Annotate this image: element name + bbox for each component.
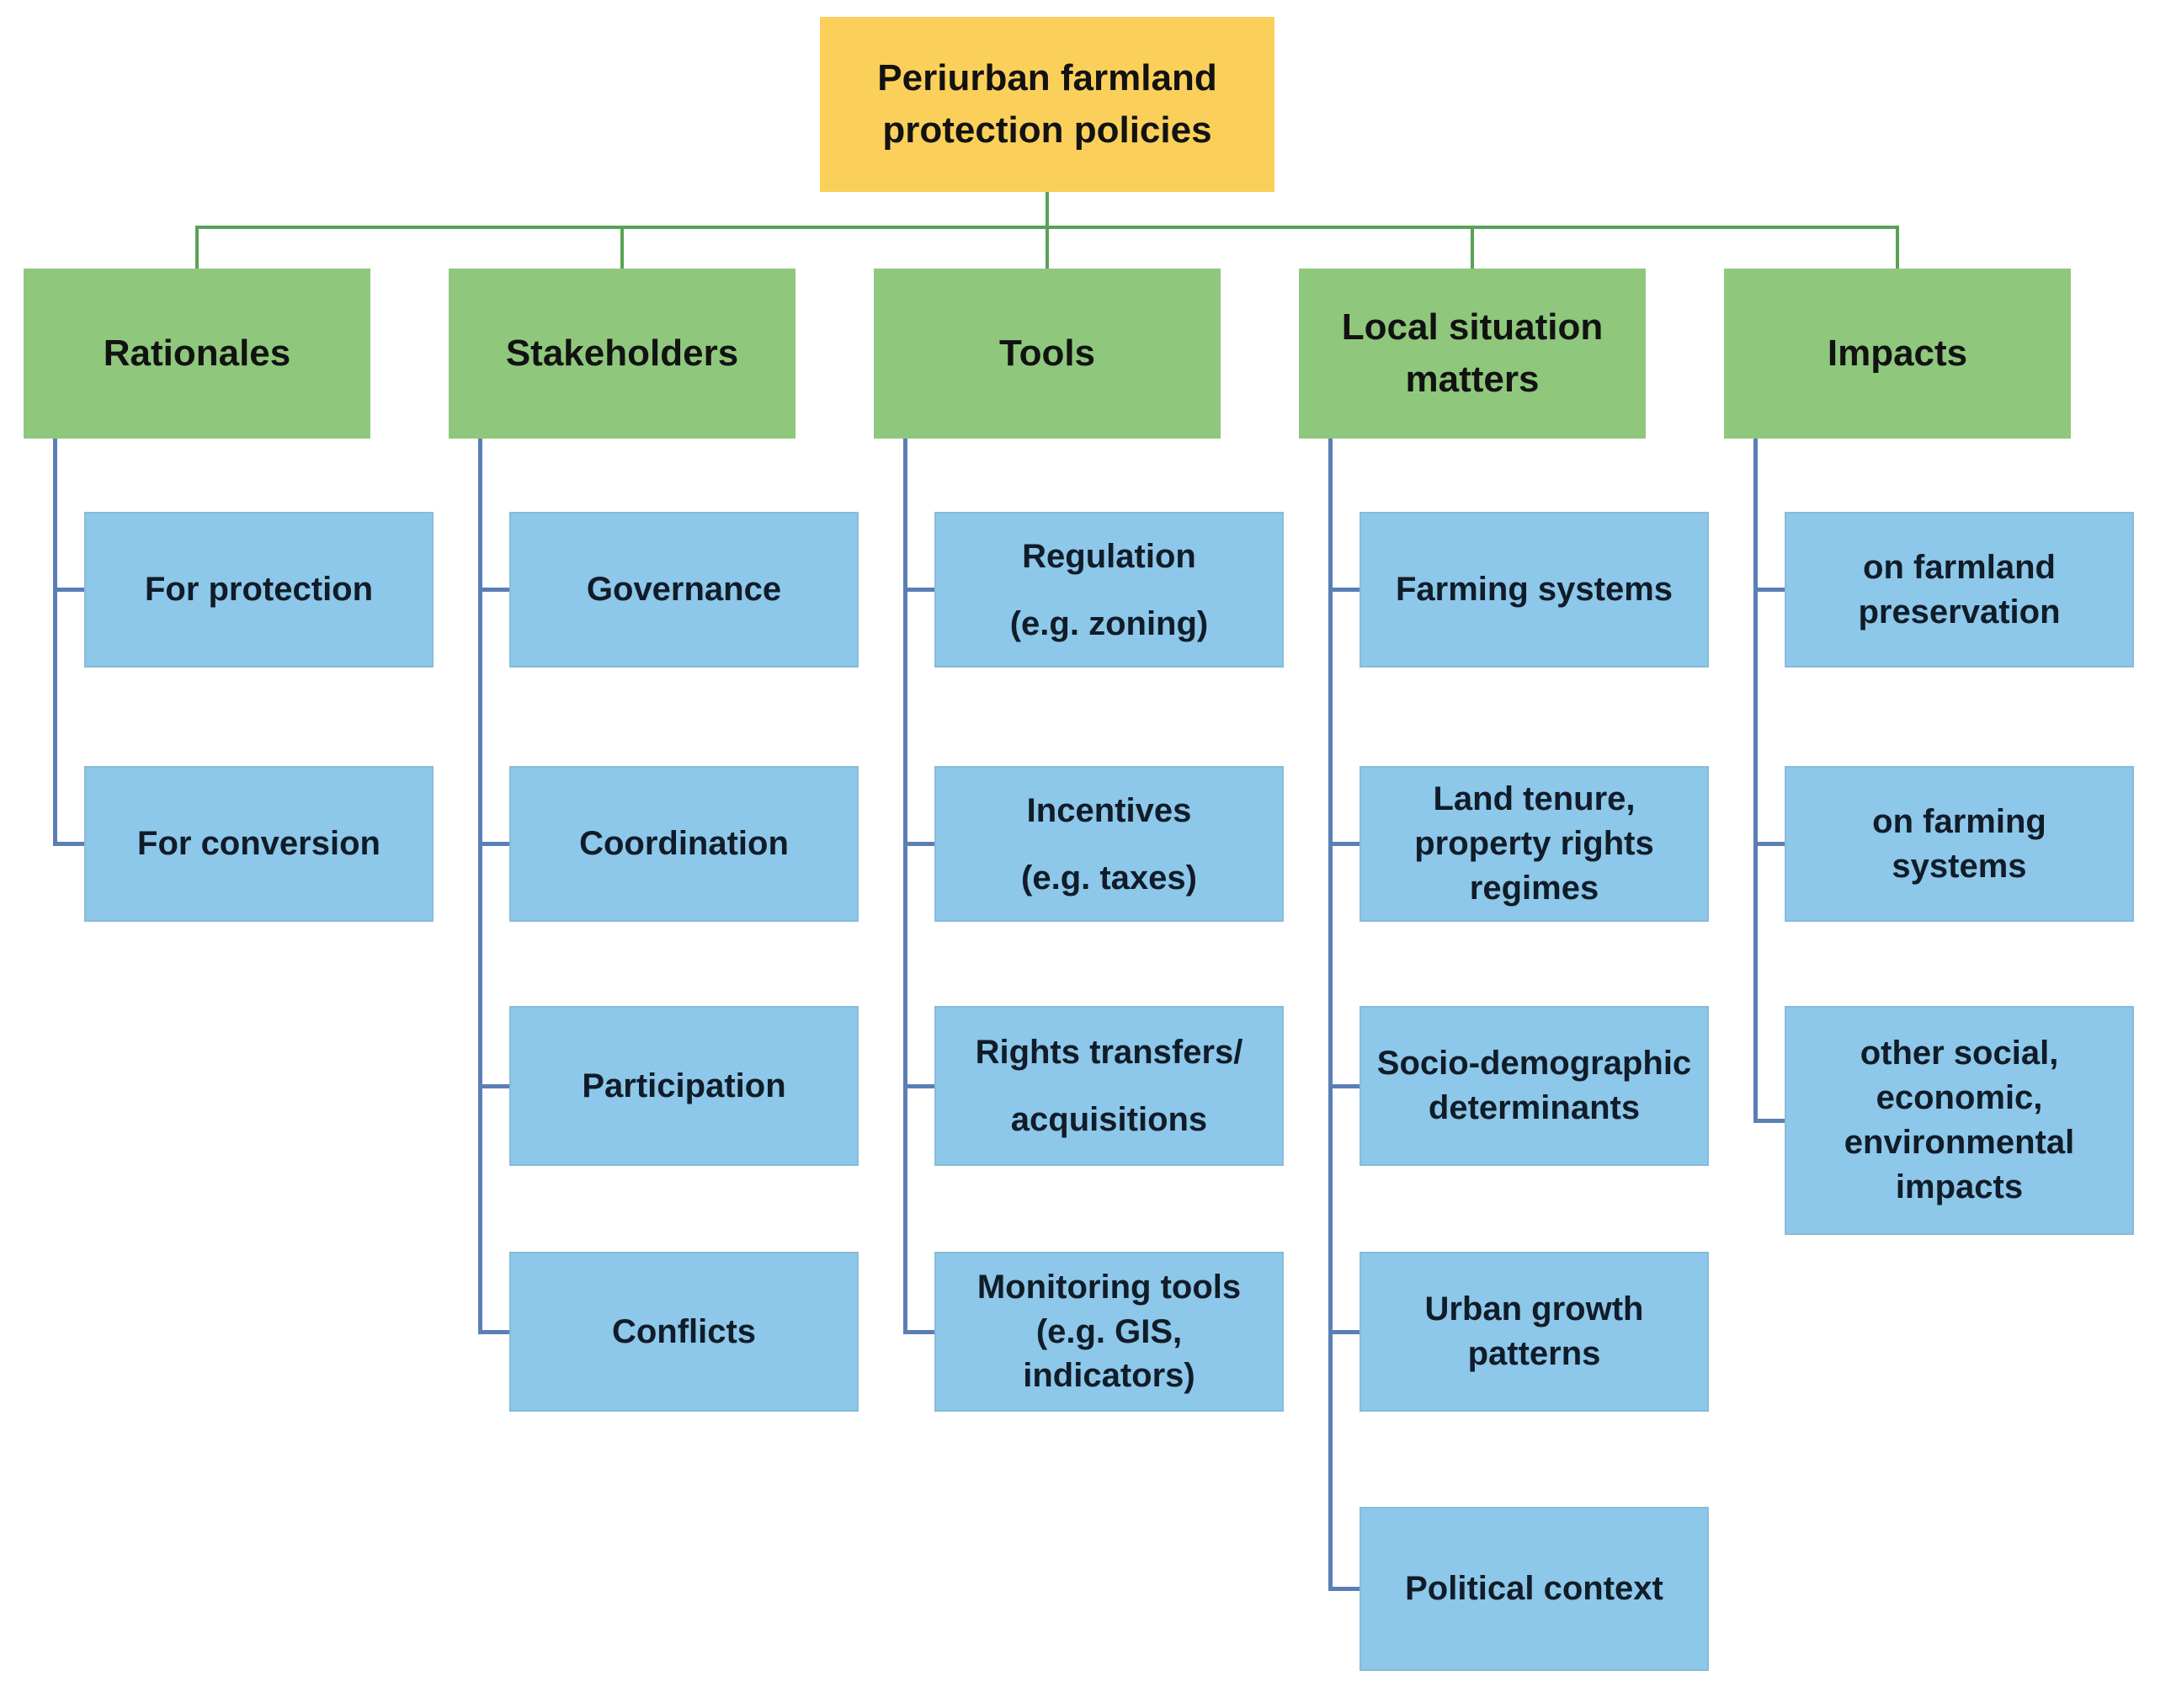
- node-participation: Participation: [509, 1006, 859, 1166]
- node-governance: Governance: [509, 512, 859, 668]
- trunk-impacts: [1753, 439, 1758, 1122]
- node-on-farmland-preservation: on farmland preservation: [1785, 512, 2134, 668]
- trunk-tools: [903, 439, 907, 1333]
- stub-coordination: [478, 842, 509, 846]
- connector-root-stub: [1046, 192, 1049, 229]
- header-local-situation: Local situation matters: [1299, 269, 1646, 439]
- header-impacts: Impacts: [1724, 269, 2071, 439]
- node-rights-transfers: Rights transfers/ acquisitions: [934, 1006, 1284, 1166]
- stub-land-tenure: [1328, 842, 1360, 846]
- trunk-stakeholders: [478, 439, 482, 1333]
- header-stakeholders: Stakeholders: [449, 269, 796, 439]
- connector-stub-rationales: [195, 226, 199, 269]
- stub-regulation: [903, 588, 934, 592]
- connector-stub-local-situation: [1471, 226, 1474, 269]
- node-political-context: Political context: [1360, 1507, 1709, 1671]
- header-rationales: Rationales: [24, 269, 370, 439]
- connector-stub-impacts: [1896, 226, 1899, 269]
- stub-for-protection: [53, 588, 84, 592]
- stub-monitoring-tools: [903, 1330, 934, 1334]
- stub-on-farmland-preservation: [1753, 588, 1785, 592]
- stub-conflicts: [478, 1330, 509, 1334]
- stub-other-impacts: [1753, 1119, 1785, 1123]
- node-on-farming-systems: on farming systems: [1785, 766, 2134, 922]
- stub-rights-transfers: [903, 1084, 934, 1088]
- trunk-local-situation: [1328, 439, 1333, 1590]
- node-monitoring-tools: Monitoring tools (e.g. GIS, indicators): [934, 1252, 1284, 1412]
- node-socio-demographic: Socio-demographic determinants: [1360, 1006, 1709, 1166]
- node-urban-growth: Urban growth patterns: [1360, 1252, 1709, 1412]
- node-land-tenure: Land tenure, property rights regimes: [1360, 766, 1709, 922]
- stub-incentives: [903, 842, 934, 846]
- stub-for-conversion: [53, 842, 84, 846]
- stub-urban-growth: [1328, 1330, 1360, 1334]
- node-for-conversion: For conversion: [84, 766, 434, 922]
- stub-socio-demographic: [1328, 1084, 1360, 1088]
- trunk-rationales: [53, 439, 57, 845]
- connector-stub-stakeholders: [620, 226, 624, 269]
- node-conflicts: Conflicts: [509, 1252, 859, 1412]
- stub-participation: [478, 1084, 509, 1088]
- stub-farming-systems: [1328, 588, 1360, 592]
- root-node: Periurban farmland protection policies: [820, 17, 1274, 192]
- stub-political-context: [1328, 1587, 1360, 1591]
- node-farming-systems: Farming systems: [1360, 512, 1709, 668]
- stub-governance: [478, 588, 509, 592]
- stub-on-farming-systems: [1753, 842, 1785, 846]
- node-incentives: Incentives (e.g. taxes): [934, 766, 1284, 922]
- node-other-impacts: other social, economic, environmental im…: [1785, 1006, 2134, 1235]
- connector-stub-tools: [1046, 226, 1049, 269]
- node-for-protection: For protection: [84, 512, 434, 668]
- header-tools: Tools: [874, 269, 1221, 439]
- node-regulation: Regulation (e.g. zoning): [934, 512, 1284, 668]
- node-coordination: Coordination: [509, 766, 859, 922]
